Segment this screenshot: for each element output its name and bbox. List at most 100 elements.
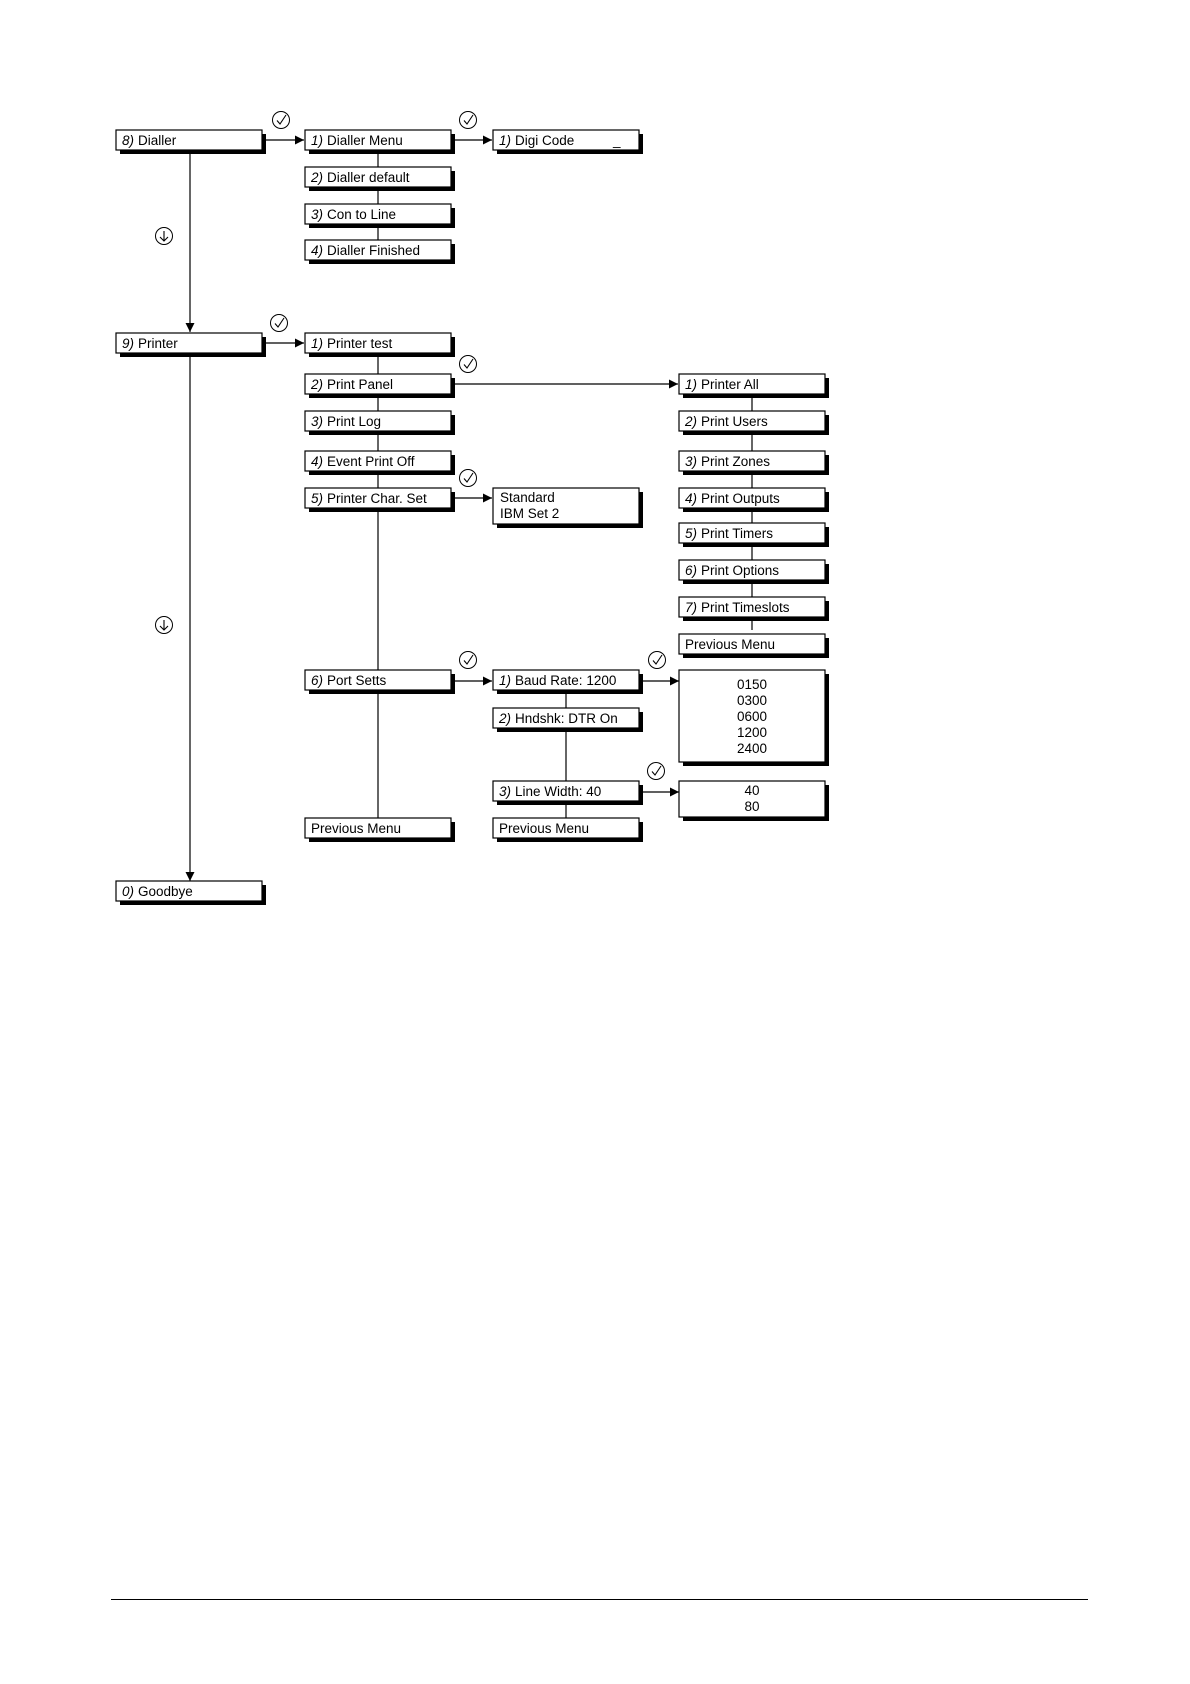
dialler-button[interactable]: 8)Dialler <box>115 129 266 154</box>
check-icon <box>272 111 290 129</box>
baud-options-option[interactable]: 1200 <box>737 725 767 740</box>
check-icon <box>647 762 665 780</box>
port-item-1-number: 1) <box>499 673 511 688</box>
printer-item-1[interactable]: 1)Printer test <box>304 332 455 357</box>
printer-item-4-text: Event Print Off <box>327 454 415 469</box>
width-options-option[interactable]: 80 <box>744 799 759 814</box>
printer-item-4[interactable]: 4)Event Print Off <box>304 450 455 475</box>
goodbye-button-text: Goodbye <box>138 884 193 899</box>
check-icon <box>459 651 477 669</box>
printer-item-3[interactable]: 3)Print Log <box>304 410 455 435</box>
panel-item-1[interactable]: 1)Printer All <box>678 373 829 398</box>
printer-item-6[interactable]: 6)Port Setts <box>304 669 455 694</box>
dialler-item-4[interactable]: 4)Dialler Finished <box>304 239 455 264</box>
panel-item-3-label: 3)Print Zones <box>685 454 770 469</box>
check-icon <box>459 355 477 373</box>
panel-item-2-number: 2) <box>684 414 697 429</box>
port-item-1[interactable]: 1)Baud Rate: 1200 <box>492 669 643 694</box>
goodbye-button[interactable]: 0) Goodbye <box>115 880 266 905</box>
panel-item-8-label: Previous Menu <box>685 637 775 652</box>
port-item-3-text: Line Width: 40 <box>515 784 601 799</box>
dialler-item-1-text: Dialler Menu <box>327 133 403 148</box>
dialler-item-2[interactable]: 2)Dialler default <box>304 166 455 191</box>
port-item-4-text: Previous Menu <box>499 821 589 836</box>
port-item-4[interactable]: Previous Menu <box>492 817 643 842</box>
panel-item-4[interactable]: 4)Print Outputs <box>678 487 829 512</box>
baud-options-option[interactable]: 0300 <box>737 693 767 708</box>
panel-item-7-number: 7) <box>685 600 697 615</box>
port-item-3-label: 3)Line Width: 40 <box>499 784 601 799</box>
dialler-item-2-label: 2)Dialler default <box>310 170 410 185</box>
goodbye-button-label: 0) Goodbye <box>122 884 193 899</box>
port-item-1-frame <box>492 669 640 691</box>
panel-item-3[interactable]: 3)Print Zones <box>678 450 829 475</box>
digi-code-field-frame <box>492 129 640 151</box>
baud-options-option[interactable]: 0600 <box>737 709 767 724</box>
panel-item-7-text: Print Timeslots <box>701 600 790 615</box>
printer-item-6-label: 6)Port Setts <box>311 673 387 688</box>
printer-item-5-frame <box>304 487 452 509</box>
check-icon <box>459 111 477 129</box>
panel-item-7-frame <box>678 596 826 618</box>
port-item-2-label: 2)Hndshk: DTR On <box>498 711 618 726</box>
char-set-options-option[interactable]: IBM Set 2 <box>500 506 559 521</box>
printer-item-3-text: Print Log <box>327 414 381 429</box>
printer-item-7-label: Previous Menu <box>311 821 401 836</box>
printer-item-2[interactable]: 2)Print Panel <box>304 373 455 398</box>
port-item-4-label: Previous Menu <box>499 821 589 836</box>
port-item-2[interactable]: 2)Hndshk: DTR On <box>492 707 643 732</box>
baud-options-option[interactable]: 2400 <box>737 741 767 756</box>
printer-item-5-number: 5) <box>311 491 323 506</box>
dialler-item-2-text: Dialler default <box>327 170 410 185</box>
printer-item-7[interactable]: Previous Menu <box>304 817 455 842</box>
panel-item-7[interactable]: 7) Print Timeslots <box>678 596 829 621</box>
panel-item-2-text: Print Users <box>701 414 768 429</box>
panel-item-8[interactable]: Previous Menu <box>678 633 829 658</box>
port-item-3[interactable]: 3)Line Width: 40 <box>492 780 643 805</box>
digi-code-field-text: Digi Code <box>515 133 574 148</box>
printer-item-6-frame <box>304 669 452 691</box>
baud-options-frame <box>678 669 826 763</box>
panel-item-5-frame <box>678 522 826 544</box>
panel-item-2[interactable]: 2) Print Users <box>678 410 829 435</box>
dialler-item-1-label: 1)Dialler Menu <box>311 133 403 148</box>
dialler-item-1[interactable]: 1)Dialler Menu <box>304 129 455 154</box>
panel-item-4-frame <box>678 487 826 509</box>
printer-item-5[interactable]: 5)Printer Char. Set <box>304 487 455 512</box>
down-arrow-icon <box>155 616 173 634</box>
printer-button[interactable]: 9)Printer <box>115 332 266 357</box>
printer-item-6-text: Port Setts <box>327 673 387 688</box>
dialler-item-3[interactable]: 3) Con to Line <box>304 203 455 228</box>
width-options-frame <box>678 780 826 818</box>
printer-item-1-text: Printer test <box>327 336 393 351</box>
dialler-item-3-number: 3) <box>311 207 323 222</box>
printer-item-2-label: 2)Print Panel <box>310 377 393 392</box>
digi-code-field[interactable]: 1)Digi Code_ <box>492 129 643 154</box>
panel-item-6[interactable]: 6)Print Options <box>678 559 829 584</box>
dialler-item-3-text: Con to Line <box>327 207 396 222</box>
panel-item-3-text: Print Zones <box>701 454 770 469</box>
printer-item-2-frame <box>304 373 452 395</box>
digi-code-field-number: 1) <box>499 133 511 148</box>
panel-item-6-number: 6) <box>685 563 697 578</box>
printer-button-label: 9)Printer <box>122 336 178 351</box>
confirm-markers <box>270 111 666 780</box>
goodbye-button-number: 0) <box>122 884 134 899</box>
dialler-item-4-number: 4) <box>311 243 323 258</box>
baud-options-option[interactable]: 0150 <box>737 677 767 692</box>
char-set-options-option[interactable]: Standard <box>500 490 555 505</box>
panel-item-1-number: 1) <box>685 377 697 392</box>
width-options-option[interactable]: 40 <box>744 783 759 798</box>
panel-item-2-frame <box>678 410 826 432</box>
port-item-1-label: 1)Baud Rate: 1200 <box>499 673 616 688</box>
panel-item-5[interactable]: 5)Print Timers <box>678 522 829 547</box>
printer-item-4-frame <box>304 450 452 472</box>
arrows <box>185 135 679 881</box>
printer-item-4-label: 4)Event Print Off <box>311 454 415 469</box>
